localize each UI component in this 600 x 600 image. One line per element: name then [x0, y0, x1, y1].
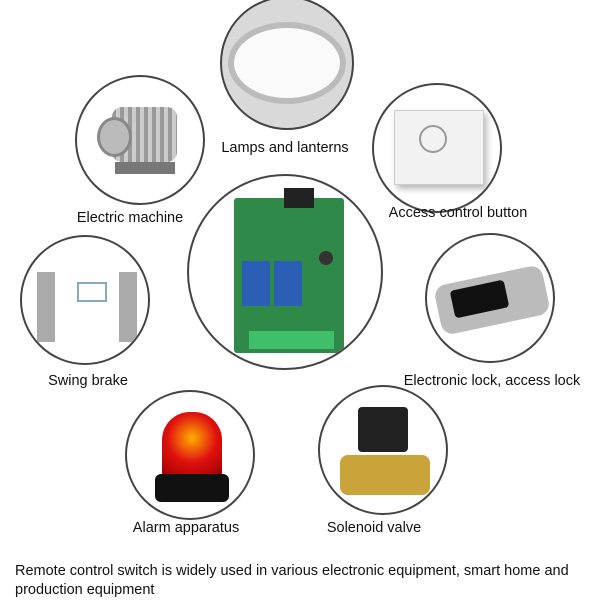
label-electric-machine: Electric machine — [76, 210, 184, 226]
label-alarm-apparatus: Alarm apparatus — [132, 520, 240, 536]
label-lamps: Lamps and lanterns — [221, 140, 349, 156]
alarm-image — [125, 390, 255, 520]
lamp-image — [220, 0, 354, 130]
caption: Remote control switch is widely used in … — [15, 563, 569, 598]
electric-motor-image — [75, 75, 205, 205]
label-swing-brake: Swing brake — [48, 373, 128, 389]
solenoid-valve-image — [318, 385, 448, 515]
relay-board-image — [187, 174, 383, 370]
electronic-lock-image — [425, 233, 555, 363]
label-electronic-lock: Electronic lock, access lock — [403, 373, 581, 389]
label-access-control-button: Access control button — [388, 205, 528, 221]
label-solenoid-valve: Solenoid valve — [326, 520, 422, 536]
access-button-image — [372, 83, 502, 213]
turnstile-image — [20, 235, 150, 365]
